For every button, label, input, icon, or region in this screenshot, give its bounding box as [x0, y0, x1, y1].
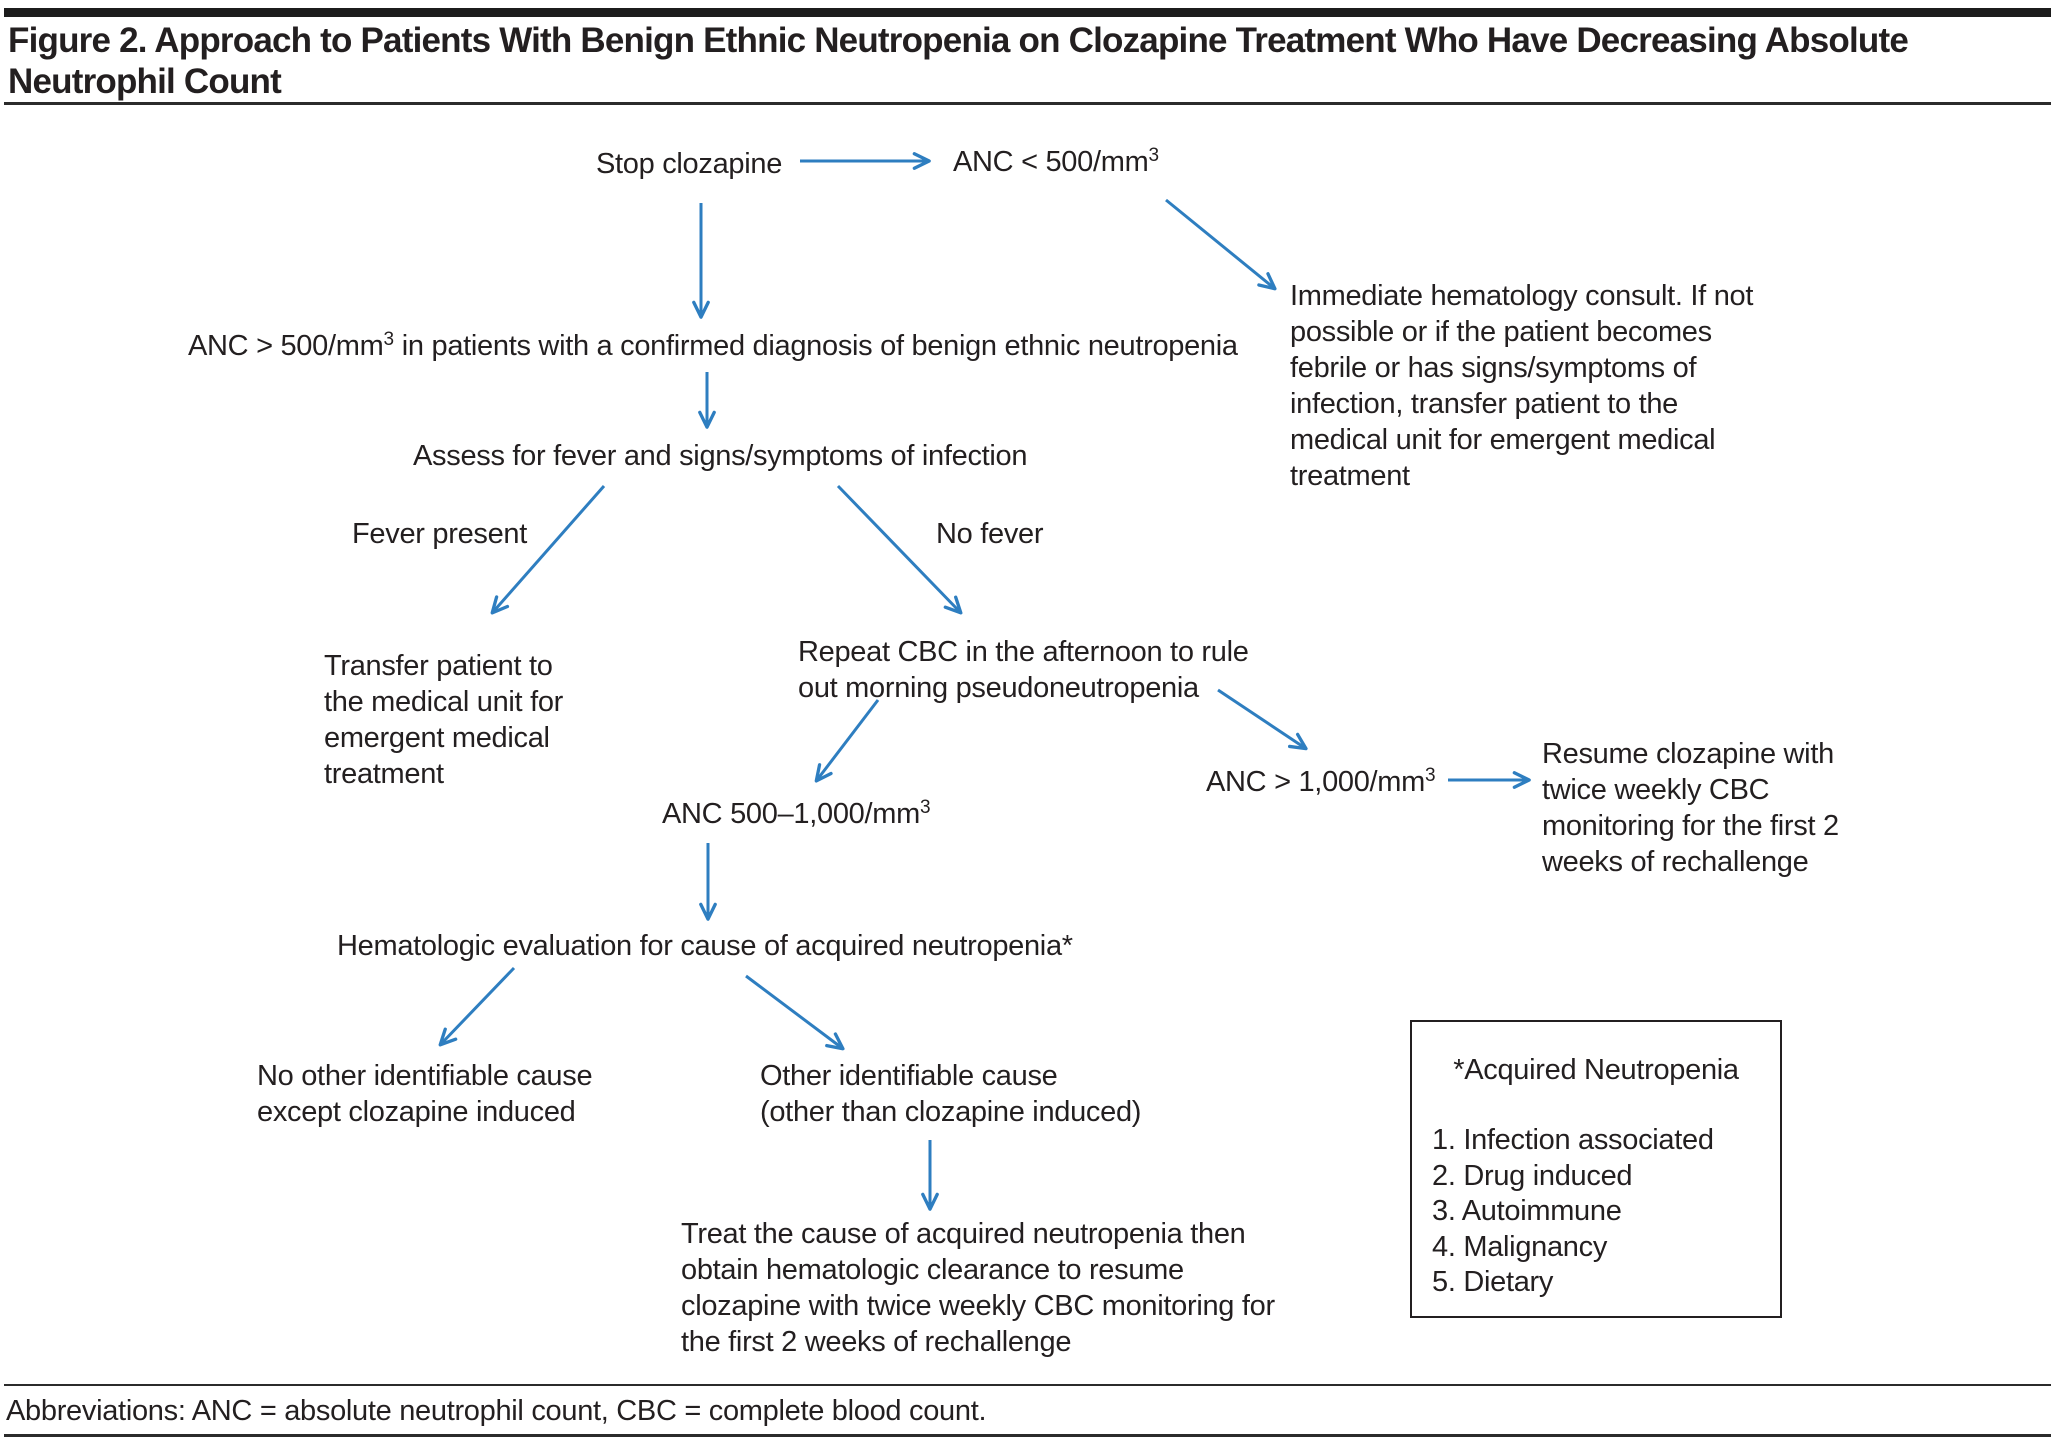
- arrow-repeat-cbc-to-anc-500-1000: [814, 699, 880, 783]
- abbreviations-note: Abbreviations: ANC = absolute neutrophil…: [6, 1395, 987, 1427]
- node-immediate-consult: Immediate hematology consult. If not pos…: [1290, 280, 1754, 492]
- node-transfer-patient: Transfer patient to the medical unit for…: [324, 650, 564, 790]
- node-hematologic-eval: Hematologic evaluation for cause of acqu…: [337, 930, 1073, 962]
- node-repeat-cbc: Repeat CBC in the afternoon to rule out …: [798, 636, 1249, 704]
- acquired-neutropenia-heading: *Acquired Neutropenia: [1453, 1054, 1739, 1086]
- node-other-cause: Other identifiable cause (other than clo…: [760, 1060, 1142, 1128]
- arrow-eval-to-other-cause: [745, 974, 845, 1051]
- node-assess-fever: Assess for fever and signs/symptoms of i…: [413, 440, 1028, 472]
- node-anc-gt-500: ANC > 500/mm3 in patients with a confirm…: [188, 328, 1238, 364]
- anc-gt-1000-text: ANC > 1,000/mm: [1206, 766, 1426, 798]
- anc-gt-500-text: ANC > 500/mm: [188, 330, 384, 362]
- list-item: 2. Drug induced: [1432, 1159, 1633, 1192]
- arrow-eval-to-no-other-cause: [438, 966, 516, 1047]
- acquired-neutropenia-box: *Acquired Neutropenia 1. Infection assoc…: [1410, 1020, 1782, 1318]
- arrow-anc-lt-500-to-consult: [1165, 198, 1277, 291]
- node-anc-500-1000: ANC 500–1,000/mm3: [662, 796, 931, 832]
- footer-rule-top: [4, 1384, 2051, 1386]
- list-item: 4. Malignancy: [1432, 1230, 1608, 1263]
- list-item: 1. Infection associated: [1432, 1124, 1714, 1156]
- anc-lt-500-superscript: 3: [1148, 145, 1160, 166]
- figure-title: Figure 2. Approach to Patients With Beni…: [8, 21, 1909, 101]
- list-item: 5. Dietary: [1432, 1266, 1554, 1298]
- title-divider-rule: [4, 102, 2051, 105]
- node-resume-clozapine: Resume clozapine with twice weekly CBC m…: [1542, 738, 1839, 878]
- node-no-other-cause: No other identifiable cause except cloza…: [257, 1060, 593, 1128]
- anc-lt-500-text: ANC < 500/mm: [953, 146, 1149, 178]
- list-item: 3. Autoimmune: [1432, 1195, 1622, 1227]
- top-black-bar: [4, 8, 2051, 17]
- anc-gt-1000-superscript: 3: [1425, 765, 1436, 786]
- node-treat-cause: Treat the cause of acquired neutropenia …: [681, 1218, 1275, 1358]
- node-stop-clozapine: Stop clozapine: [596, 148, 783, 180]
- anc-gt-500-superscript: 3: [383, 329, 395, 350]
- node-anc-gt-1000: ANC > 1,000/mm3: [1206, 764, 1436, 800]
- anc-500-1000-text: ANC 500–1,000/mm: [662, 798, 920, 830]
- acquired-neutropenia-list: 1. Infection associated 2. Drug induced …: [1412, 1123, 1780, 1301]
- footer-rule-bottom: [4, 1434, 2051, 1437]
- anc-gt-500-rest: in patients with a confirmed diagnosis o…: [394, 330, 1238, 362]
- anc-500-1000-superscript: 3: [919, 797, 931, 818]
- node-anc-lt-500: ANC < 500/mm3: [953, 144, 1159, 180]
- label-fever-present: Fever present: [352, 518, 528, 550]
- label-no-fever: No fever: [936, 518, 1044, 550]
